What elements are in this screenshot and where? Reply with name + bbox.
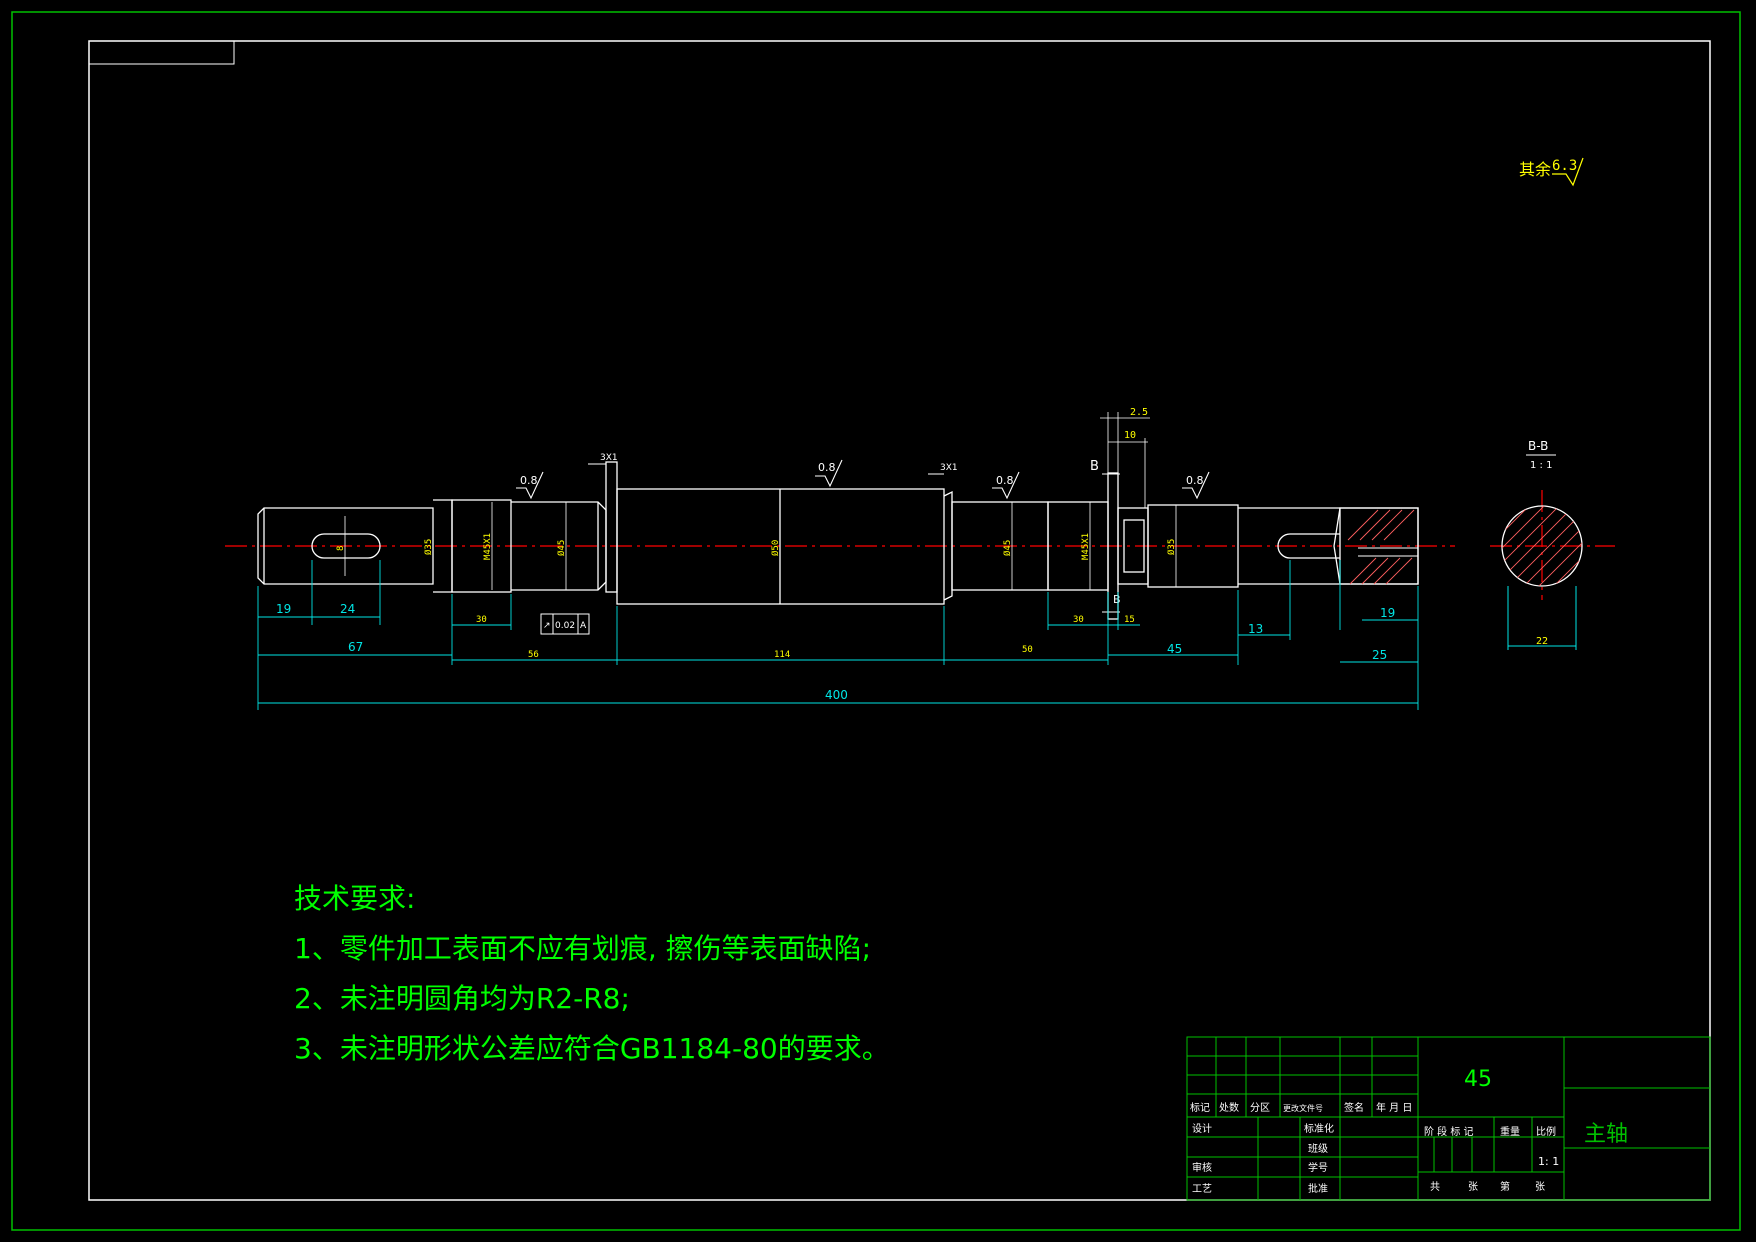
title-scale: 1: 1: [1538, 1155, 1559, 1168]
tb-sheets-2: 张: [1535, 1181, 1545, 1193]
tb-weight: 重量: [1500, 1125, 1520, 1138]
tb-sheets-1: 张: [1468, 1181, 1478, 1193]
section-scale: 1 : 1: [1530, 460, 1552, 471]
tolerance-frame: ↗ 0.02 A: [540, 613, 590, 635]
tb-ratio: 比例: [1536, 1125, 1556, 1138]
dim-400: 400: [825, 688, 848, 702]
tb-student-no: 学号: [1308, 1161, 1328, 1174]
roughness-note-value: 6.3: [1552, 158, 1577, 174]
dim-24: 24: [340, 602, 355, 616]
tolerance-value: 0.02: [555, 621, 575, 631]
section-marker-bottom: B: [1113, 593, 1121, 606]
chamfer-right: 3X1: [940, 463, 958, 473]
chamfer-left: 3X1: [600, 453, 618, 463]
section-bb: B-B 1 : 1 22: [1501, 439, 1583, 650]
tech-req-heading: 技术要求:: [294, 882, 415, 915]
roughness-2: 0.8: [818, 461, 836, 474]
title-block: [1186, 1036, 1711, 1201]
tb-h-count: 处数: [1219, 1101, 1239, 1114]
keyway-left: [311, 533, 381, 559]
tolerance-datum: A: [580, 621, 587, 631]
code-box: [88, 40, 235, 65]
roughness-4: 0.8: [1186, 474, 1204, 487]
tb-h-sign: 签名: [1344, 1101, 1364, 1114]
tolerance-symbol: ↗: [543, 621, 551, 631]
dim-15: 15: [1124, 615, 1135, 625]
dim-56: 56: [528, 650, 539, 660]
tb-h-date: 年 月 日: [1376, 1101, 1412, 1114]
dim-dia-35-right: Ø35: [1166, 539, 1177, 555]
title-part-name: 主轴: [1584, 1122, 1628, 1147]
dim-30-left: 30: [476, 615, 487, 625]
tb-design: 设计: [1192, 1122, 1212, 1135]
section-marker-top: B: [1090, 459, 1099, 474]
dim-67: 67: [348, 640, 363, 654]
roughness-marks: [516, 459, 1210, 500]
tb-h-docno: 更改文件号: [1283, 1103, 1323, 1113]
tech-req-item-3: 3、未注明形状公差应符合GB1184-80的要求。: [294, 1032, 890, 1065]
horizontal-dimension-lines: [257, 560, 1419, 710]
tb-review: 审核: [1192, 1161, 1212, 1174]
tb-standard: 标准化: [1304, 1122, 1334, 1135]
dim-45: 45: [1167, 642, 1182, 656]
dim-30-right: 30: [1073, 615, 1084, 625]
tech-req-item-2: 2、未注明圆角均为R2-R8;: [294, 982, 630, 1015]
section-hatch-end: [1347, 509, 1415, 585]
tb-total: 共: [1430, 1181, 1440, 1193]
title-material: 45: [1464, 1067, 1492, 1092]
dim-19-right: 19: [1380, 606, 1395, 620]
keyway-right: [1277, 533, 1340, 559]
roughness-3: 0.8: [996, 474, 1014, 487]
tb-stage: 阶 段 标 记: [1424, 1125, 1474, 1138]
dim-25: 25: [1372, 648, 1387, 662]
dim-114: 114: [774, 650, 790, 660]
dim-2-5: 2.5: [1130, 407, 1148, 418]
diameter-dim-lines: [344, 489, 1177, 604]
dim-thread-right: M45X1: [1081, 533, 1091, 560]
dim-dia-45-right: Ø45: [1002, 540, 1013, 556]
tb-approve: 批准: [1308, 1182, 1328, 1195]
tb-number: 第: [1500, 1180, 1510, 1193]
technical-requirements: 技术要求: 1、零件加工表面不应有划痕, 擦伤等表面缺陷; 2、未注明圆角均为R…: [294, 882, 890, 1065]
dim-dia-45-left: Ø45: [556, 540, 567, 556]
section-dim-22: 22: [1536, 636, 1548, 647]
dim-50: 50: [1022, 645, 1033, 655]
tb-class: 班级: [1308, 1143, 1328, 1155]
tb-process: 工艺: [1192, 1183, 1212, 1195]
dim-13: 13: [1248, 622, 1263, 636]
dim-dia-50: Ø50: [770, 540, 781, 556]
dim-19-left: 19: [276, 602, 291, 616]
dim-key-8: 8: [336, 546, 346, 551]
inner-border: [88, 40, 1711, 1201]
dim-10: 10: [1124, 430, 1136, 441]
roughness-1: 0.8: [520, 474, 538, 487]
dim-thread-left: M45X1: [483, 533, 493, 560]
section-label: B-B: [1528, 439, 1548, 453]
tb-h-mark: 标记: [1190, 1102, 1210, 1114]
tech-req-item-1: 1、零件加工表面不应有划痕, 擦伤等表面缺陷;: [294, 932, 871, 965]
outer-border: [11, 11, 1741, 1231]
tb-h-zone: 分区: [1250, 1102, 1270, 1114]
roughness-note-label: 其余: [1519, 160, 1551, 179]
dim-dia-35-left: Ø35: [423, 539, 434, 555]
roughness-note: 其余 6.3: [1519, 157, 1584, 187]
